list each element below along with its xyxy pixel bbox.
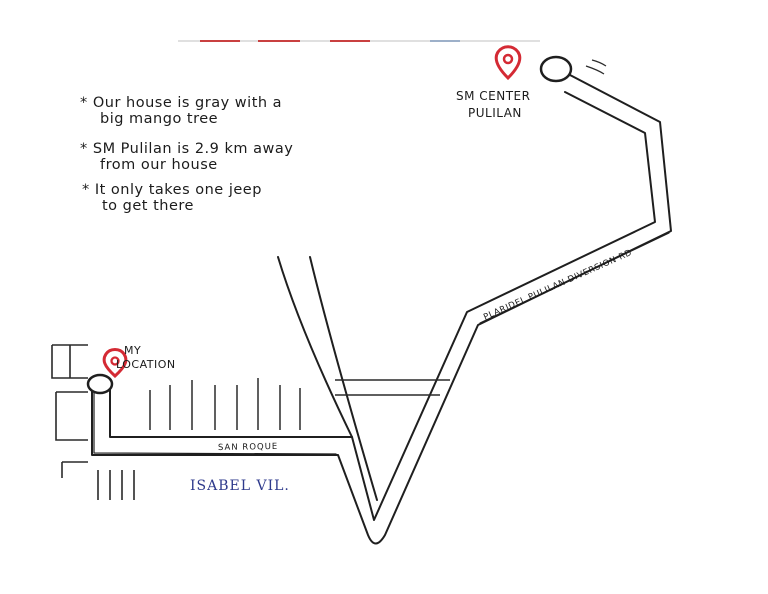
destination-road-cap: [539, 55, 573, 83]
origin-label-line2: LOCATION: [116, 358, 176, 372]
destination-label-line2: PULILAN: [468, 105, 522, 120]
destination-label-line1: SM CENTER: [456, 89, 531, 103]
note-house: * Our house is gray with a big mango tre…: [80, 95, 283, 128]
origin-label: MY LOCATION: [116, 344, 176, 373]
note-distance-line2: from our house: [100, 156, 218, 173]
local-road-label: SAN ROQUE: [218, 442, 278, 453]
note-jeep-line1: * It only takes one jeep: [82, 182, 262, 198]
note-jeep: * It only takes one jeep to get there: [82, 182, 262, 215]
note-house-line1: * Our house is gray with a: [80, 95, 283, 111]
location-pin-icon: [494, 45, 522, 81]
lot-lines: [149, 378, 301, 430]
location-pin-icon: [102, 348, 128, 379]
motion-marks: [585, 59, 607, 75]
left-blocks: [51, 344, 135, 500]
main-road-label: PLARIDEL PULILAN DIVERSION RD: [482, 248, 634, 323]
destination-label: SM CENTER PULILAN: [456, 88, 530, 122]
note-house-line2: big mango tree: [100, 110, 219, 127]
subdivision-label: ISABEL VIL.: [190, 478, 290, 494]
road-end-caps: [86, 55, 573, 395]
cross-road: [277, 256, 378, 501]
side-road: [335, 379, 450, 396]
main-route-road: [91, 74, 672, 545]
origin-label-line1: MY: [124, 344, 142, 357]
origin-road-cap: [86, 373, 114, 395]
note-distance-line1: * SM Pulilan is 2.9 km away: [80, 141, 294, 157]
note-distance: * SM Pulilan is 2.9 km away from our hou…: [80, 141, 294, 174]
note-jeep-line2: to get there: [102, 197, 194, 214]
